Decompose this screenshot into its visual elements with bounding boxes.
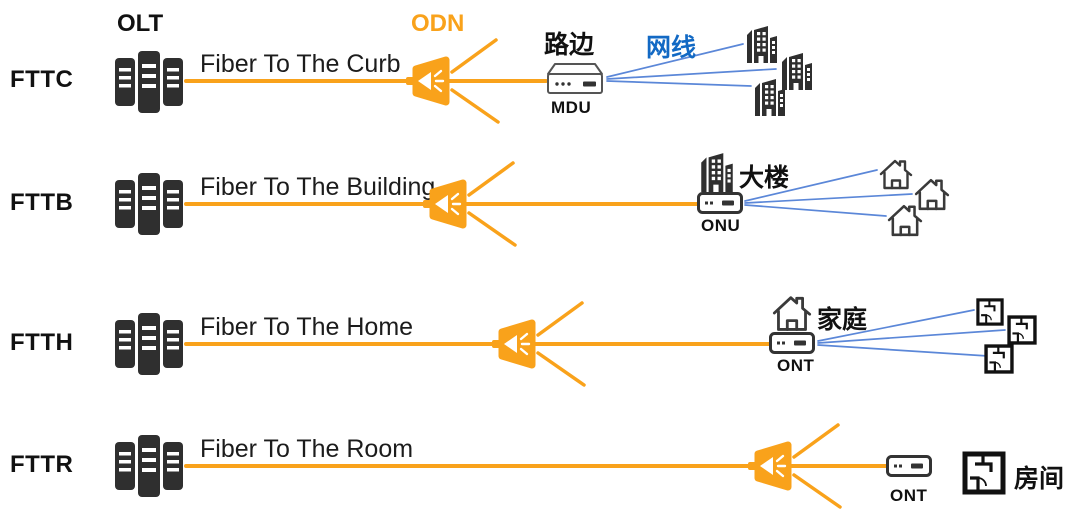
room-icon: [984, 344, 1014, 374]
row-label-fttc: FTTC: [10, 66, 74, 93]
odn-splitter-icon: [492, 319, 536, 369]
room-icon: [1007, 315, 1037, 345]
house-icon: [772, 296, 812, 331]
row-label-ftth: FTTH: [10, 329, 74, 356]
site-label-building: 大楼: [739, 164, 790, 192]
fiber-label-fttb: Fiber To The Building: [200, 173, 436, 201]
fiber-line-ftth: [184, 301, 772, 387]
odn-splitter-icon: [423, 179, 467, 229]
mdu-device-icon: [547, 63, 603, 94]
device-label-onu: ONU: [701, 216, 741, 235]
device-label-ont: ONT: [777, 356, 815, 375]
room-icon: [976, 298, 1004, 326]
building-icon: [747, 26, 777, 63]
site-label-curb: 路边: [544, 31, 595, 59]
row-label-fttb: FTTB: [10, 189, 74, 216]
odn-splitter-icon: [748, 441, 792, 491]
house-icon: [914, 178, 950, 211]
house-icon: [879, 159, 913, 190]
building-icon: [782, 53, 812, 90]
ethernet-lines-fttb: [744, 169, 913, 217]
odn-label: ODN: [411, 10, 465, 37]
building-icon: [701, 153, 733, 192]
room-icon: [962, 451, 1006, 495]
onu-device-icon: [697, 192, 743, 214]
fiber-line-fttc: [184, 38, 548, 124]
building-icon: [755, 79, 785, 116]
fiber-label-fttc: Fiber To The Curb: [200, 50, 401, 78]
ont-device-icon: [886, 455, 932, 477]
device-label-ont: ONT: [890, 486, 928, 505]
house-icon: [887, 204, 923, 237]
ethernet-lines-ftth: [817, 309, 1006, 357]
olt-rack-icon: [115, 313, 183, 375]
olt-label: OLT: [117, 10, 164, 37]
olt-rack-icon: [115, 51, 183, 113]
odn-splitter-icon: [406, 56, 450, 106]
device-label-mdu: MDU: [551, 98, 592, 117]
site-label-room: 房间: [1014, 465, 1065, 493]
ont-device-icon: [769, 332, 815, 354]
fiber-label-fttr: Fiber To The Room: [200, 435, 414, 463]
site-label-home: 家庭: [817, 306, 868, 334]
row-label-fttr: FTTR: [10, 451, 74, 478]
olt-rack-icon: [115, 173, 183, 235]
cable-label: 网线: [646, 34, 697, 62]
fiber-label-ftth: Fiber To The Home: [200, 313, 414, 341]
olt-rack-icon: [115, 435, 183, 497]
ethernet-lines-fttc: [606, 43, 777, 87]
